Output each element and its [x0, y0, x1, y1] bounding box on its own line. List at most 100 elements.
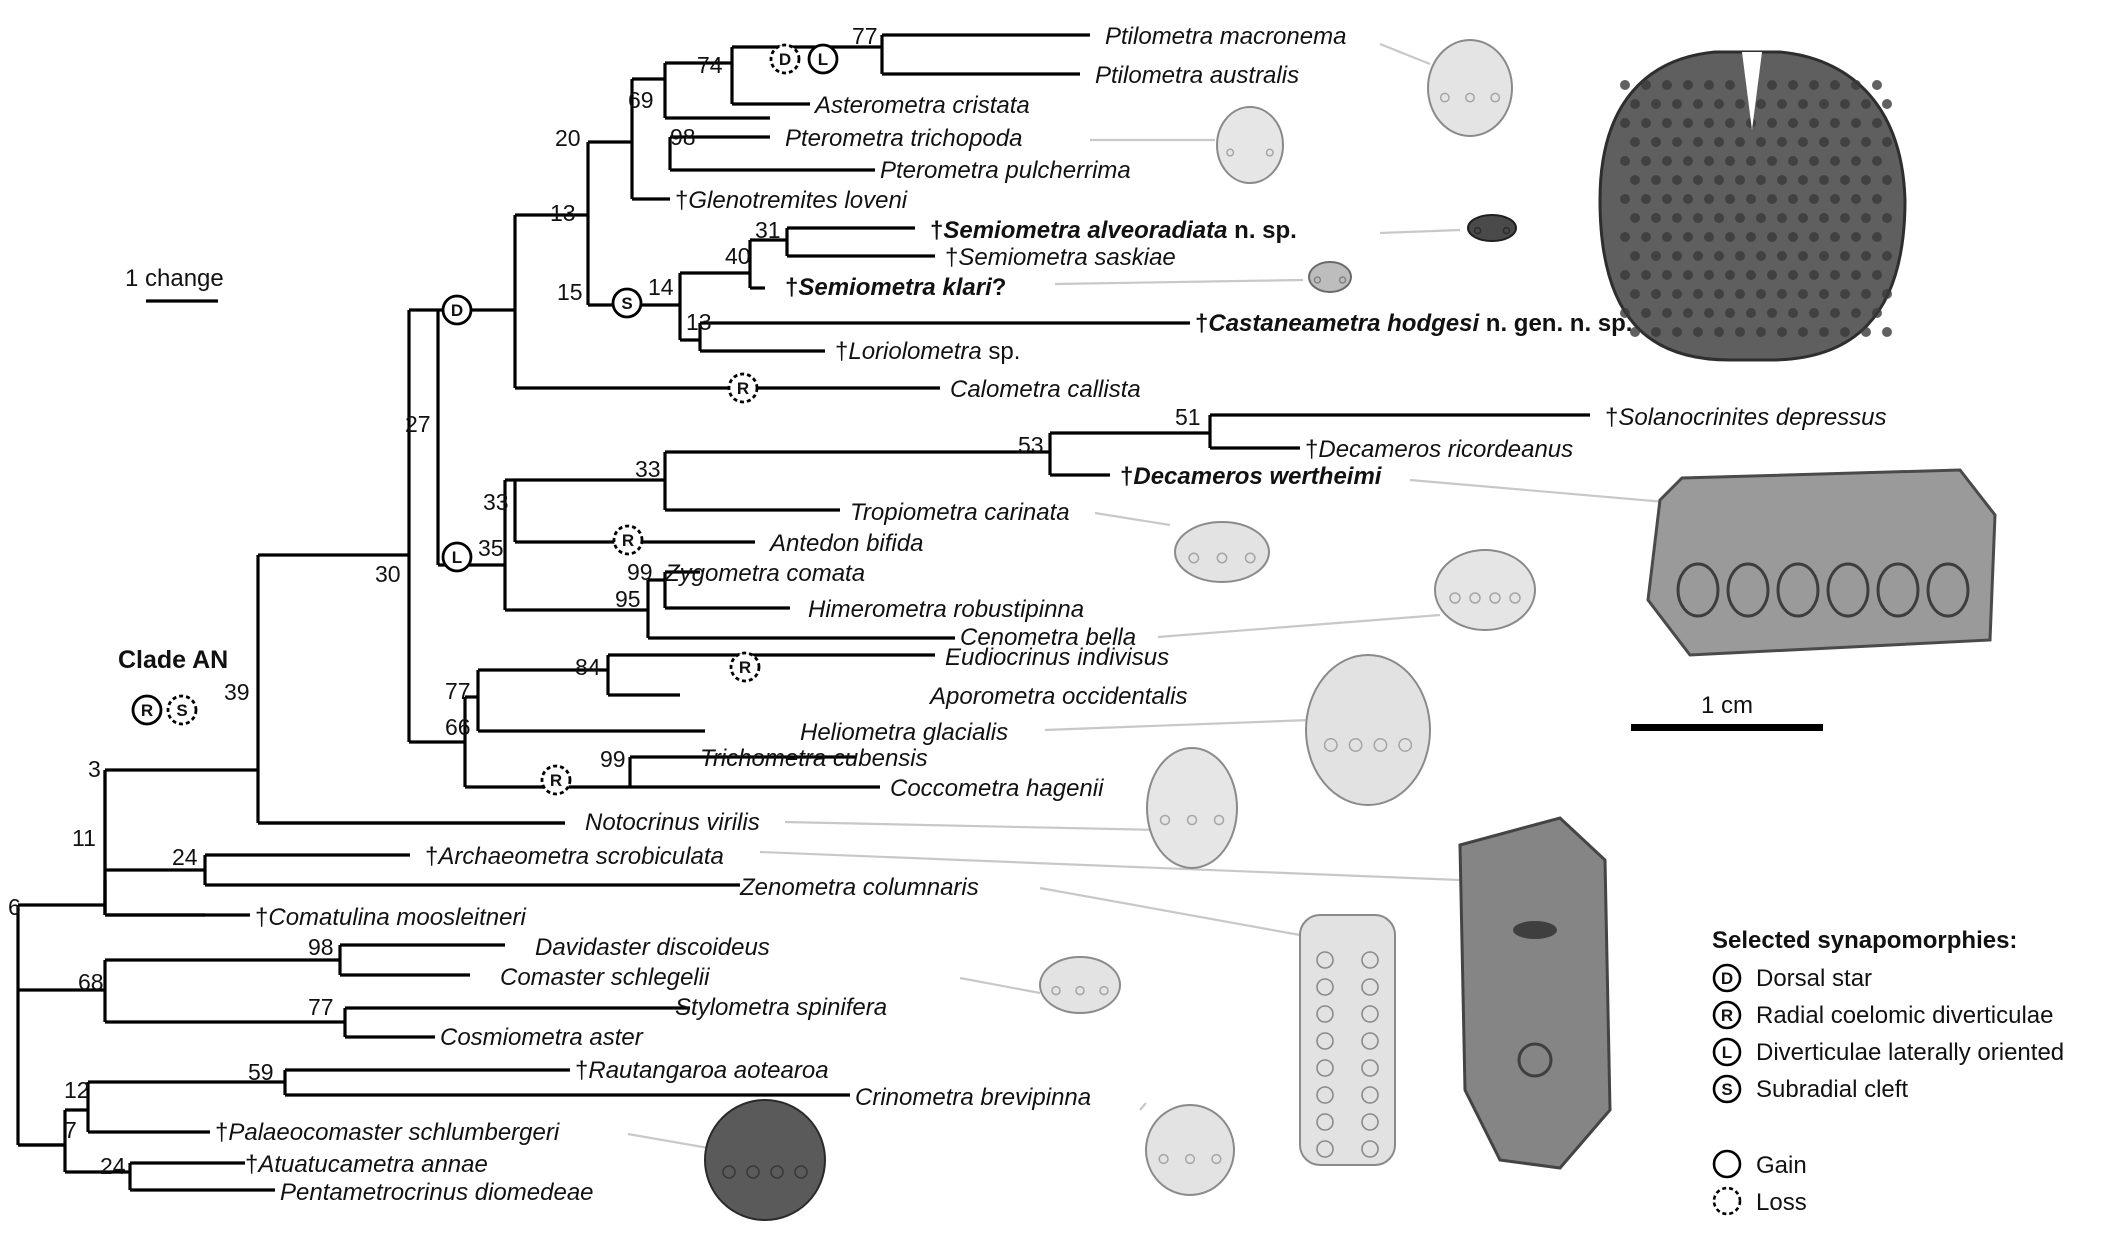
- svg-text:D: D: [1721, 969, 1733, 988]
- support-value: 13: [686, 309, 712, 335]
- svg-text:Gain: Gain: [1756, 1152, 1807, 1179]
- support-value: 98: [308, 934, 334, 960]
- support-value: 68: [78, 969, 104, 995]
- photo-archaeometra: [1458, 816, 1612, 1170]
- taxon-name: Solanocrinites depressus: [1618, 404, 1886, 431]
- taxon-name: Eudiocrinus indivisus: [945, 644, 1169, 671]
- support-value: 77: [852, 23, 878, 49]
- svg-text:D: D: [779, 50, 791, 69]
- marker-r-loss: R: [729, 651, 761, 683]
- fossil-dagger: †: [1305, 436, 1318, 463]
- support-value: 69: [628, 87, 654, 113]
- photo-crinometra: [1145, 1104, 1235, 1196]
- taxon-label: Calometra callista: [950, 376, 1141, 403]
- photo-leader-lines: [627, 42, 1743, 1152]
- taxon-name: Crinometra brevipinna: [855, 1084, 1091, 1111]
- taxon-name: Notocrinus virilis: [585, 809, 760, 836]
- fossil-dagger: †: [785, 274, 798, 301]
- photo-ptilometra: [1427, 39, 1513, 137]
- support-value: 20: [555, 125, 581, 151]
- fossil-dagger: †: [945, 244, 958, 271]
- support-value: 14: [648, 274, 674, 300]
- marker-r-loss: R: [727, 372, 759, 404]
- marker-d-loss: D: [769, 43, 801, 75]
- marker-s-loss: S: [166, 694, 198, 726]
- support-value: 27: [405, 411, 431, 437]
- taxon-label: Aporometra occidentalis: [928, 683, 1187, 710]
- photo-palaeocomaster: [704, 1099, 826, 1221]
- taxon-label: Comaster schlegelii: [500, 964, 710, 991]
- taxon-label: Pterometra trichopoda: [785, 125, 1022, 152]
- svg-text:R: R: [622, 531, 634, 550]
- legend-label: Dorsal star: [1756, 965, 1872, 992]
- marker-l-gain: L: [441, 541, 473, 573]
- taxon-label: †Semiometra saskiae: [945, 244, 1176, 271]
- taxon-label: †Semiometra alveoradiata n. sp.: [930, 217, 1297, 244]
- taxon-name: Cenometra bella: [960, 624, 1136, 651]
- fossil-dagger: †: [930, 217, 943, 244]
- fossil-dagger: †: [1120, 463, 1133, 490]
- support-value: 33: [483, 489, 509, 515]
- svg-text:R: R: [739, 658, 751, 677]
- support-value: 30: [375, 561, 401, 587]
- taxon-name: Calometra callista: [950, 376, 1141, 403]
- taxon-label: Tropiometra carinata: [850, 499, 1070, 526]
- support-value: 31: [755, 217, 781, 243]
- svg-text:1 change: 1 change: [125, 265, 224, 292]
- taxon-name: Zygometra comata: [664, 560, 865, 587]
- taxon-label: †Solanocrinites depressus: [1605, 404, 1887, 431]
- specimen-photos: [704, 39, 1997, 1221]
- taxon-suffix: n. gen. n. sp.: [1479, 310, 1632, 337]
- taxon-label: Stylometra spinifera: [675, 994, 887, 1021]
- support-value: 59: [248, 1059, 274, 1085]
- taxon-name: Pentametrocrinus diomedeae: [280, 1179, 594, 1206]
- photo-castaneametra: [1598, 50, 1907, 362]
- taxon-name: Tropiometra carinata: [850, 499, 1070, 526]
- taxon-label: †Glenotremites loveni: [675, 187, 908, 214]
- support-value: 53: [1018, 432, 1044, 458]
- taxon-name: Archaeometra scrobiculata: [436, 843, 723, 870]
- taxon-label: Zygometra comata: [664, 560, 865, 587]
- taxon-label: Heliometra glacialis: [800, 719, 1008, 746]
- taxon-name: Aporometra occidentalis: [928, 683, 1187, 710]
- taxon-label: Trichometra cubensis: [700, 745, 928, 772]
- svg-text:R: R: [1721, 1006, 1733, 1025]
- taxon-name: Antedon bifida: [768, 530, 923, 557]
- support-value: 24: [100, 1153, 126, 1179]
- photo-tropiometra: [1174, 521, 1270, 583]
- taxon-label: Pterometra pulcherrima: [880, 157, 1131, 184]
- taxon-name: Davidaster discoideus: [535, 934, 770, 961]
- taxon-label: Davidaster discoideus: [535, 934, 770, 961]
- taxon-label: †Comatulina moosleitneri: [255, 904, 526, 931]
- taxon-label: Pentametrocrinus diomedeae: [280, 1179, 594, 1206]
- taxon-label: †Archaeometra scrobiculata: [425, 843, 724, 870]
- photo-pterometra: [1216, 106, 1284, 184]
- fossil-dagger: †: [255, 904, 268, 931]
- photo-semiometra-klari: [1308, 261, 1352, 293]
- taxon-name: Heliometra glacialis: [800, 719, 1008, 746]
- taxon-name: Atuatucametra annae: [256, 1151, 488, 1178]
- taxon-label: Coccometra hagenii: [890, 775, 1104, 802]
- support-value: 35: [478, 535, 504, 561]
- support-value: 66: [445, 714, 471, 740]
- support-value: 51: [1175, 404, 1201, 430]
- clade-an-label: Clade AN: [118, 646, 228, 674]
- legend-label: Radial coelomic diverticulae: [1756, 1002, 2053, 1029]
- support-value: 98: [670, 124, 696, 150]
- support-value: 77: [445, 678, 471, 704]
- taxon-name: Pterometra trichopoda: [785, 125, 1022, 152]
- fossil-dagger: †: [245, 1151, 258, 1178]
- taxon-suffix: sp.: [982, 338, 1021, 365]
- photo-heliometra: [1305, 654, 1431, 806]
- marker-l-gain: L: [807, 43, 839, 75]
- legend-gain: Gain: [1712, 1149, 1807, 1179]
- taxon-label: Cosmiometra aster: [440, 1024, 644, 1051]
- taxon-name: Palaeocomaster schlumbergeri: [228, 1119, 559, 1146]
- legend-label: Diverticulae laterally oriented: [1756, 1039, 2064, 1066]
- taxon-label: Eudiocrinus indivisus: [945, 644, 1169, 671]
- taxon-label: †Decameros wertheimi: [1120, 463, 1383, 490]
- legend-title: Selected synapomorphies:: [1712, 927, 2017, 954]
- photo-semiometra-alveoradiata: [1467, 214, 1517, 242]
